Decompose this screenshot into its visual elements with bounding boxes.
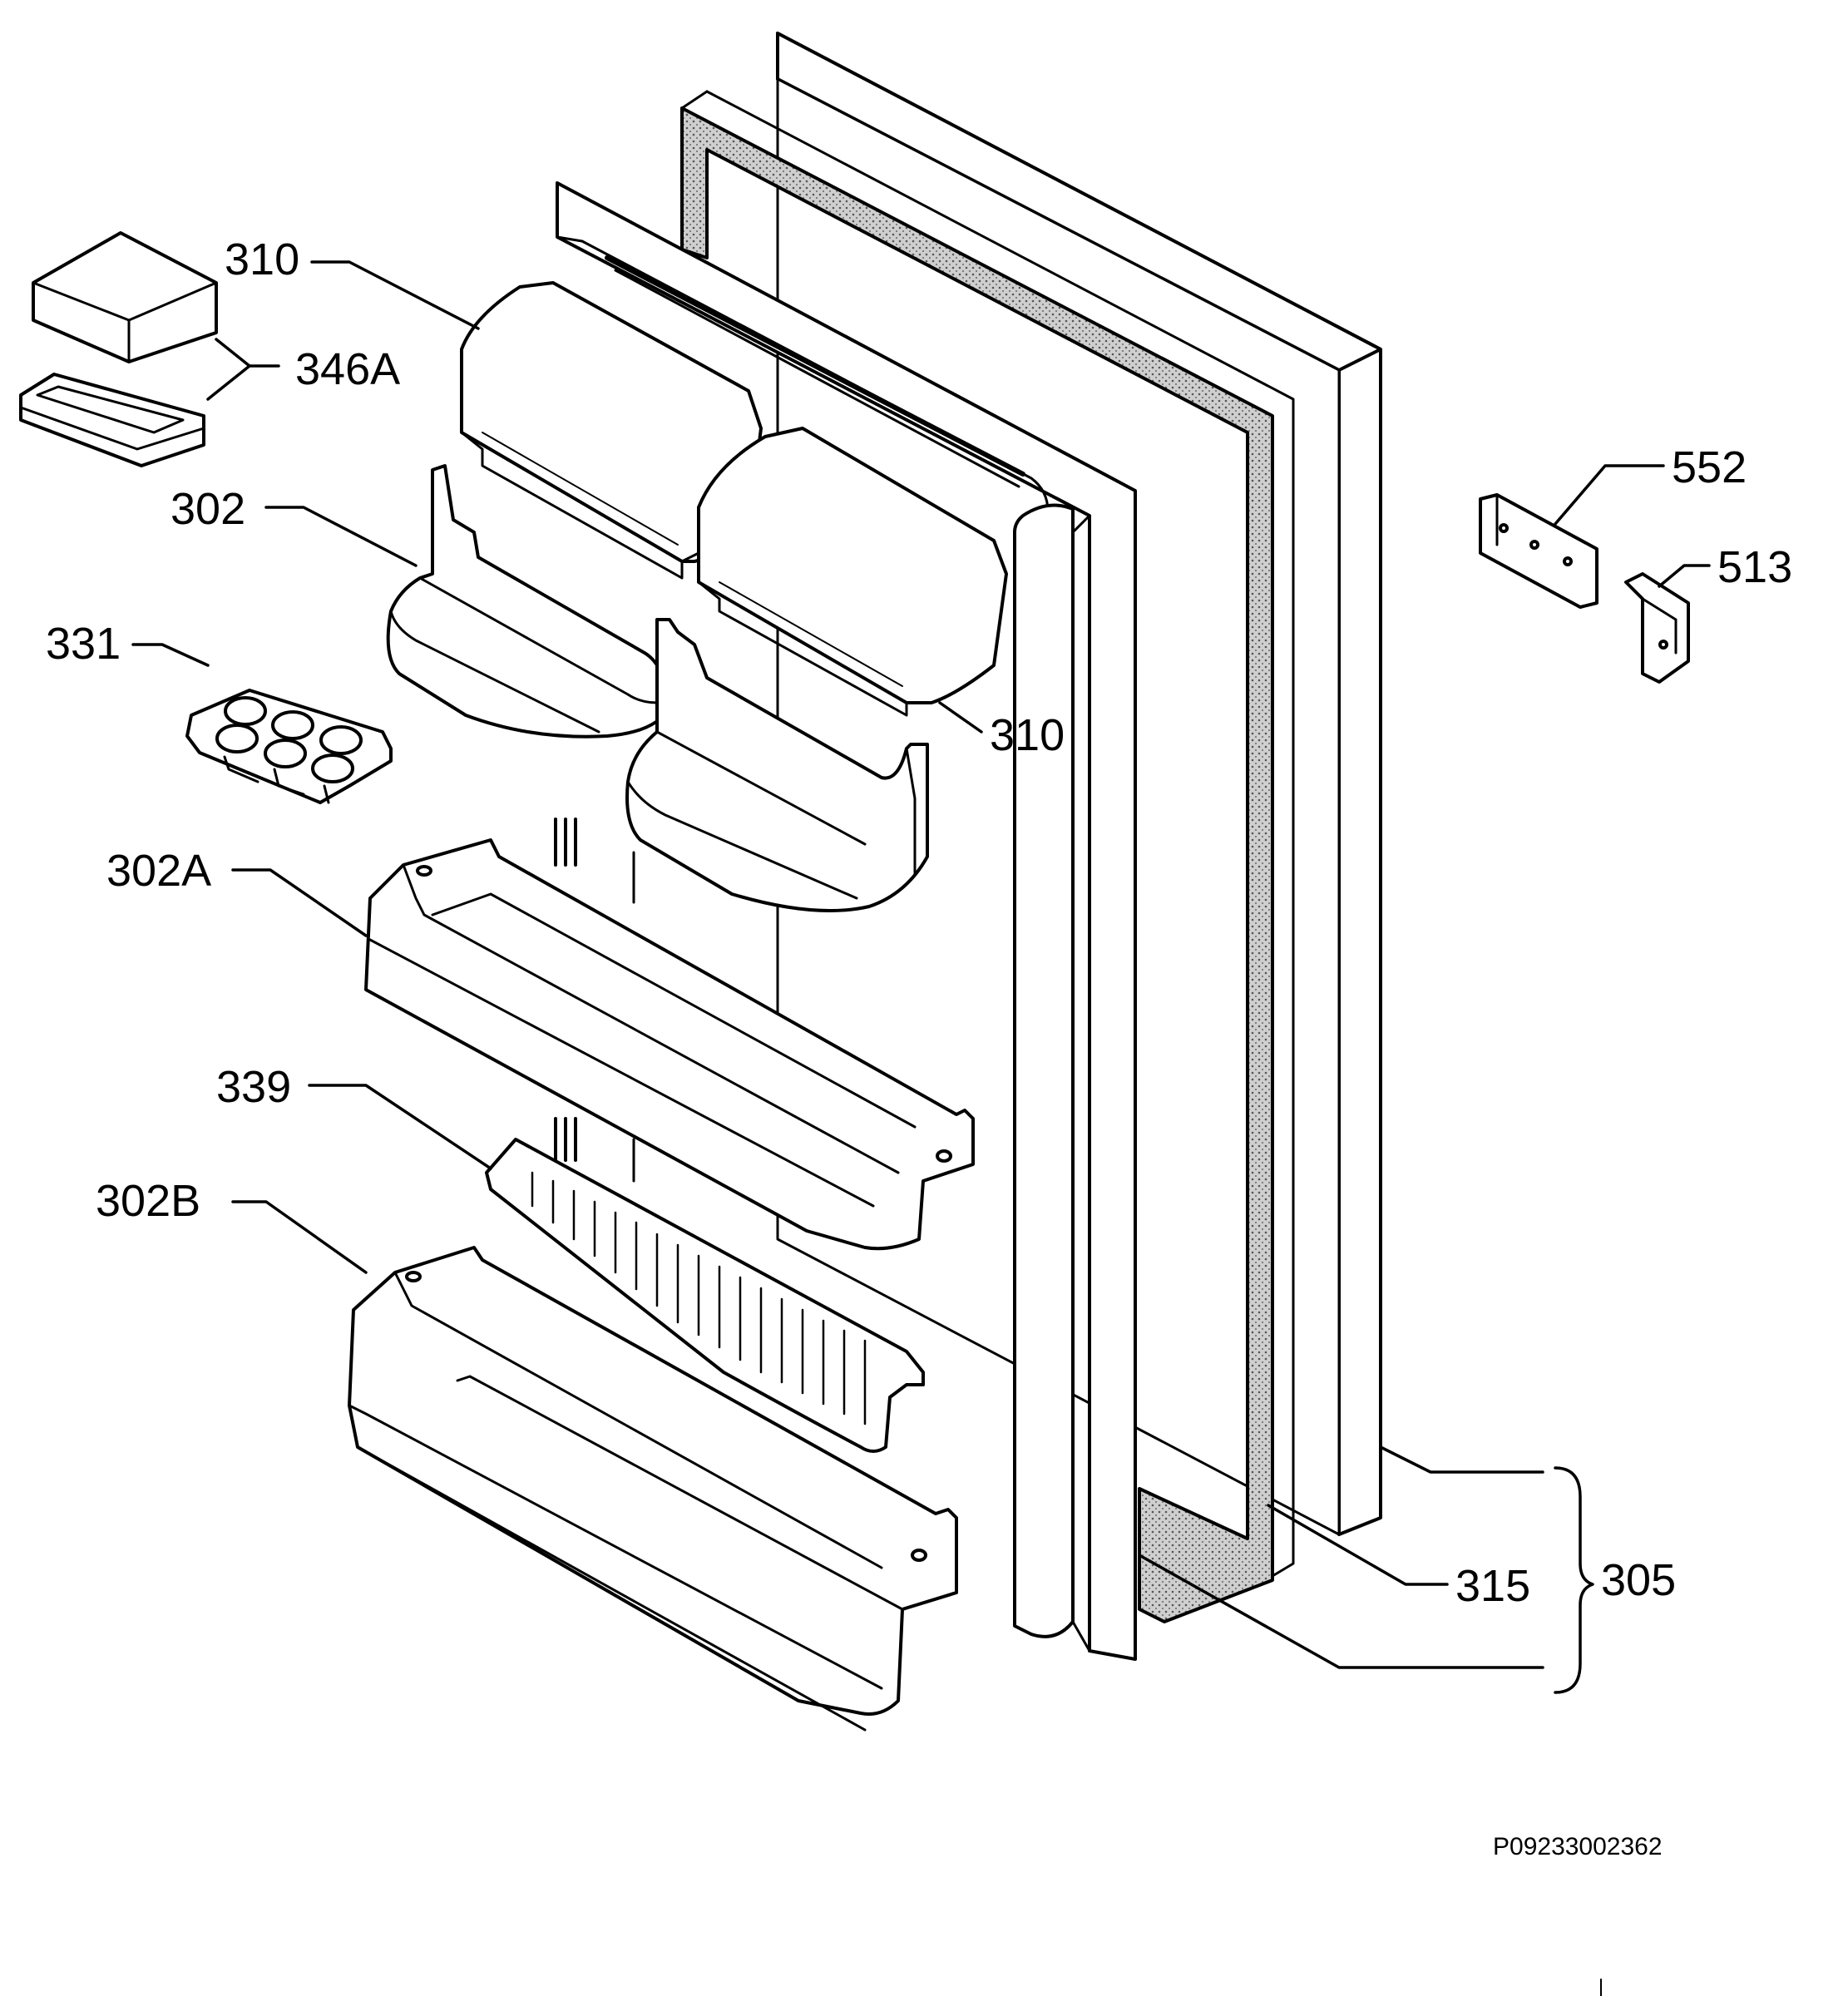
brace-305 [1554, 1466, 1594, 1694]
label-346A: 346A [295, 344, 400, 394]
door-inner-liner [554, 181, 1137, 1661]
label-339: 339 [216, 1062, 291, 1112]
door-shelf-302B [348, 1246, 958, 1732]
door-shelf-302A [364, 838, 975, 1251]
label-305: 305 [1601, 1555, 1676, 1605]
dairy-compartment-right [697, 427, 1008, 717]
label-513: 513 [1717, 542, 1792, 592]
label-310-mid: 310 [990, 710, 1065, 760]
label-302B: 302B [96, 1176, 200, 1226]
door-shelf-302 [386, 464, 929, 912]
egg-tray [185, 689, 393, 804]
butter-box [19, 231, 218, 467]
label-302: 302 [170, 484, 245, 534]
label-552: 552 [1672, 442, 1747, 492]
label-302A: 302A [106, 846, 211, 896]
label-331: 331 [46, 619, 121, 669]
leader-lines [131, 260, 1711, 1669]
bottle-retainer [485, 1138, 925, 1453]
drawing-code: P09233002362 [1493, 1833, 1663, 1860]
door-gasket [680, 90, 1295, 1623]
label-310-top: 310 [225, 235, 299, 284]
callout-labels: 310 346A 302 331 310 302A 339 302B 552 5… [46, 235, 1792, 1860]
hinge-bracket-513 [1624, 572, 1690, 684]
hinge-plate-552 [1479, 493, 1598, 609]
label-315: 315 [1455, 1561, 1530, 1611]
